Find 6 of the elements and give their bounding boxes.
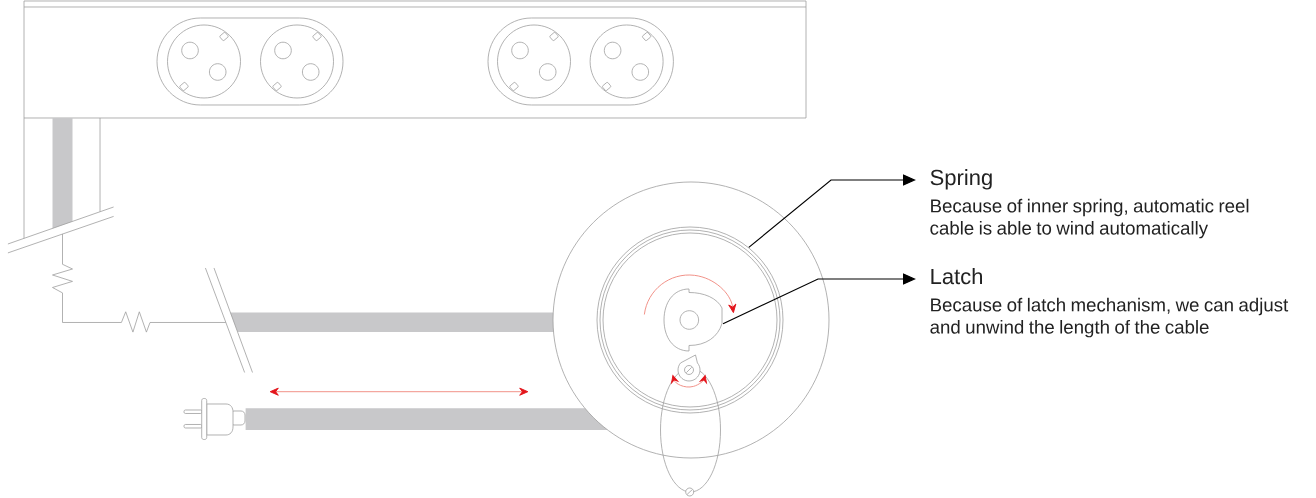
leader-line xyxy=(748,174,916,248)
callout-text: Spring Because of inner spring, automatic reel cable is able to wind automatically xyxy=(930,169,1249,239)
leader-line xyxy=(722,273,916,325)
spring-coil xyxy=(596,226,784,414)
latch-cam xyxy=(663,288,723,352)
callout-text: Latch Because of latch mechanism, we can adjust and unwind the length of the cable xyxy=(930,268,1289,338)
